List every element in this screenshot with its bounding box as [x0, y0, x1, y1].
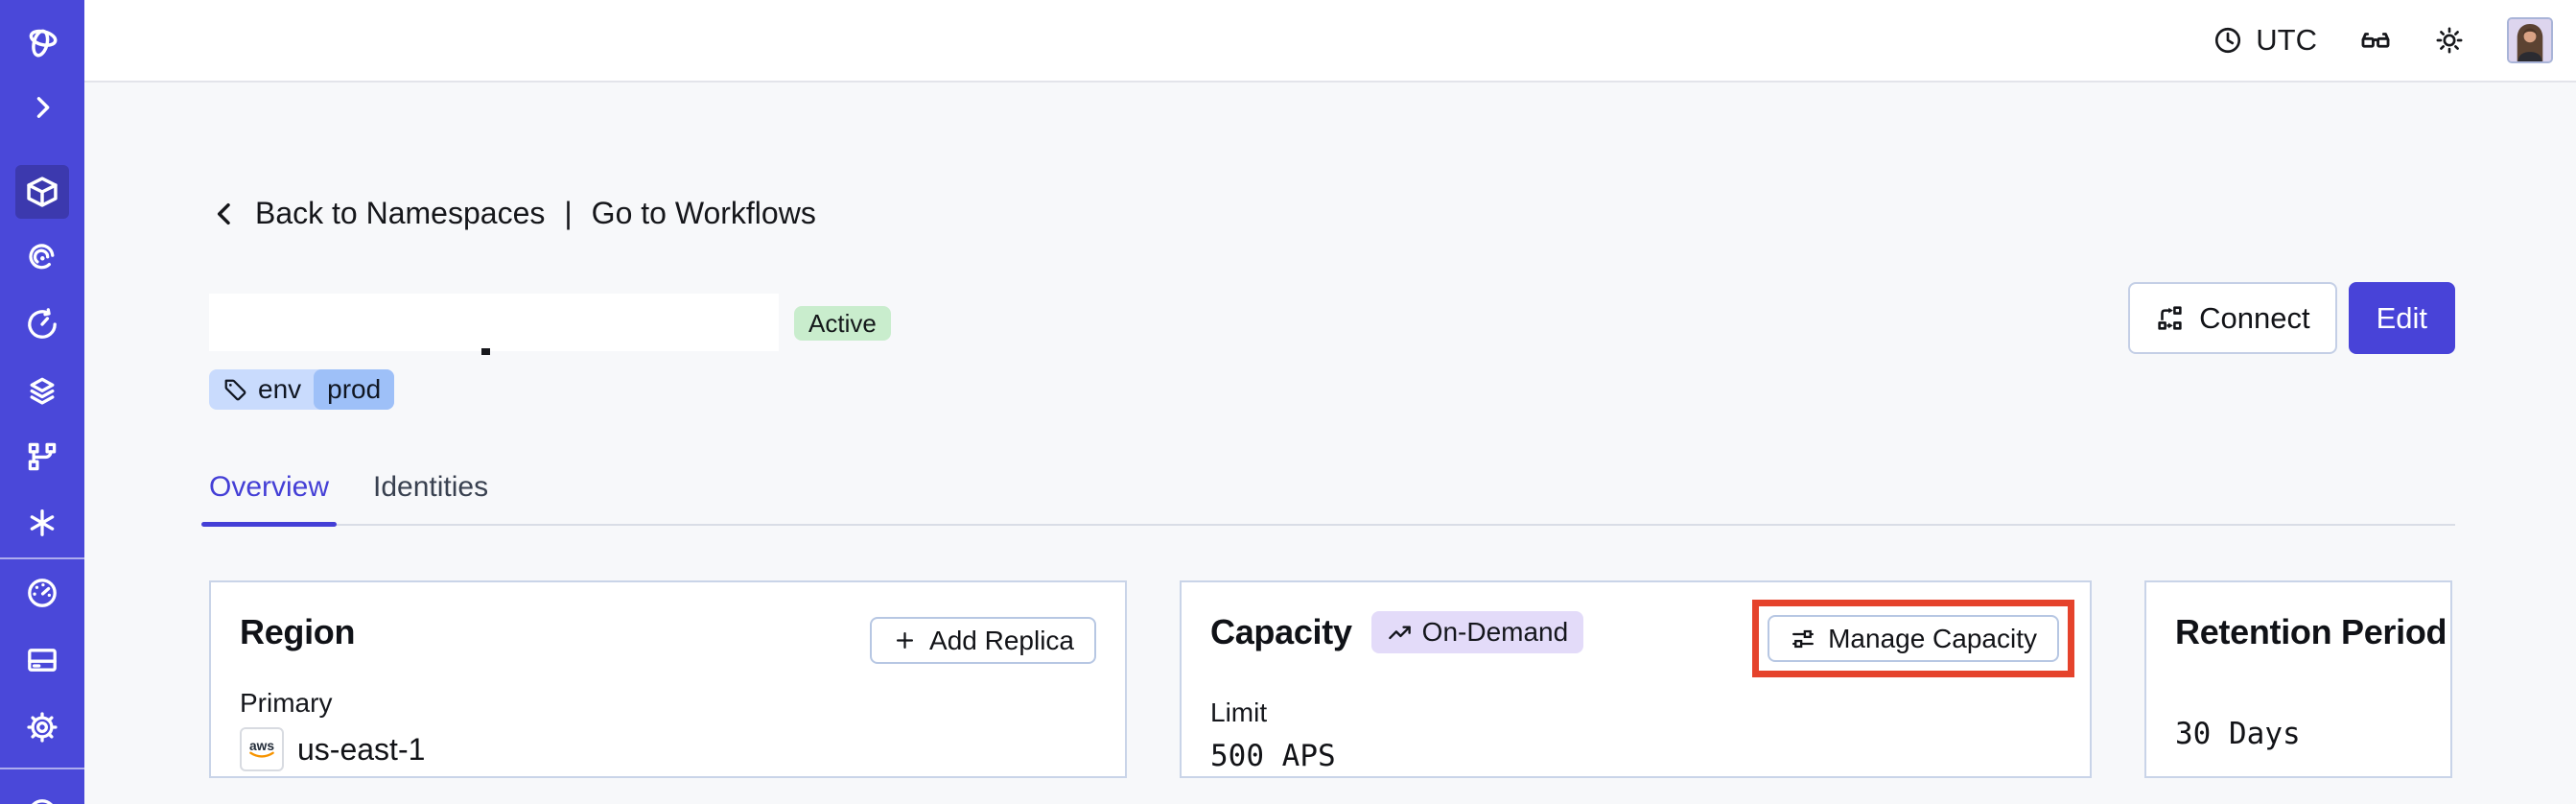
retention-card-title: Retention Period [2175, 612, 2447, 651]
topbar: UTC [84, 0, 2576, 83]
connect-button-label: Connect [2199, 300, 2310, 335]
aws-logo-icon: aws [249, 739, 274, 758]
partial-circle-icon [32, 799, 53, 804]
redacted-text-artifact [481, 348, 490, 355]
avatar-photo [2509, 19, 2551, 61]
tab-overview[interactable]: Overview [200, 471, 338, 527]
retention-card: Retention Period 30 Days [2144, 580, 2452, 778]
timezone-selector[interactable]: UTC [2213, 23, 2317, 58]
breadcrumb-separator: | [564, 196, 573, 230]
breadcrumb-workflows-link[interactable]: Go to Workflows [591, 196, 816, 230]
retention-value: 30 Days [2175, 717, 2301, 751]
sidebar-expand-button[interactable] [15, 81, 69, 134]
tag-icon [224, 379, 246, 400]
capacity-title-group: Capacity On-Demand [1210, 611, 1584, 653]
add-replica-button[interactable]: Add Replica [870, 617, 1096, 664]
tag-row: env prod [209, 369, 2455, 410]
temporal-logo-icon [29, 29, 58, 58]
sidebar-item-deployments[interactable] [15, 430, 69, 484]
sidebar-item-billing[interactable] [15, 633, 69, 687]
sidebar-item-support[interactable] [15, 787, 69, 804]
status-badge: Active [794, 306, 891, 341]
sidebar-item-stack[interactable] [15, 364, 69, 417]
connect-button[interactable]: Connect [2128, 282, 2337, 354]
clock-icon [2215, 27, 2241, 54]
connect-flow-icon [2158, 306, 2182, 330]
tag-key: env [258, 374, 302, 404]
clock-retry-icon [28, 308, 57, 339]
summary-cards: Region Add Replica Primary aws [209, 580, 2455, 778]
highlight-annotation-box: Manage Capacity [1752, 600, 2074, 677]
sidebar-nav [15, 165, 69, 550]
sliders-icon [1792, 629, 1815, 648]
edit-button[interactable]: Edit [2348, 282, 2455, 354]
manage-capacity-label: Manage Capacity [1828, 623, 2037, 653]
layers-icon [30, 377, 55, 405]
namespace-header: Active Connect Edit [209, 282, 2455, 355]
region-card-title: Region [240, 612, 356, 651]
breadcrumb-back-link[interactable]: Back to Namespaces [255, 196, 546, 230]
namespace-name-redacted [209, 294, 779, 355]
sidebar-item-insights[interactable] [15, 231, 69, 285]
gear-icon [27, 712, 58, 743]
region-value: us-east-1 [297, 731, 426, 767]
main-content: Back to Namespaces | Go to Workflows Act… [84, 84, 2576, 804]
sidebar [0, 0, 84, 804]
tab-identities[interactable]: Identities [373, 471, 489, 503]
labs-toggle-button[interactable] [2359, 24, 2392, 57]
tab-bar: Overview Identities [200, 471, 2455, 527]
manage-capacity-button[interactable]: Manage Capacity [1768, 615, 2059, 662]
temporal-logo-button[interactable] [15, 15, 69, 69]
spiral-icon [29, 244, 55, 270]
plus-icon [896, 631, 914, 650]
tag-value-chip: prod [314, 369, 395, 410]
trend-up-icon [1388, 625, 1411, 639]
chevron-left-icon[interactable] [209, 199, 240, 229]
user-avatar[interactable] [2507, 17, 2553, 63]
edit-button-label: Edit [2376, 300, 2427, 335]
env-tag[interactable]: env prod [209, 369, 395, 410]
capacity-card-title: Capacity [1210, 612, 1352, 651]
sidebar-account-group [15, 566, 69, 754]
aws-logo-text: aws [249, 739, 274, 753]
credit-card-icon [28, 649, 57, 672]
cube-icon [27, 177, 58, 207]
branch-icon [28, 442, 57, 471]
gauge-icon [28, 579, 57, 607]
sidebar-divider-bottom [0, 768, 84, 769]
timezone-label: UTC [2256, 23, 2317, 57]
add-replica-label: Add Replica [929, 625, 1074, 655]
breadcrumb: Back to Namespaces | Go to Workflows [209, 196, 2455, 231]
on-demand-badge-label: On-Demand [1421, 617, 1569, 647]
on-demand-badge: On-Demand [1370, 611, 1584, 653]
capacity-card-header: Capacity On-Demand [1210, 600, 2074, 677]
sidebar-item-nexus[interactable] [15, 496, 69, 550]
chevron-right-icon [36, 97, 50, 118]
asterisk-icon [30, 509, 55, 536]
sidebar-item-usage[interactable] [15, 566, 69, 620]
aws-logo-badge: aws [240, 727, 284, 771]
capacity-value: 500 APS [1210, 739, 1336, 773]
sun-icon [2436, 27, 2463, 54]
region-value-row: aws us-east-1 [240, 727, 1096, 771]
namespace-title-group: Active [209, 282, 891, 355]
region-card: Region Add Replica Primary aws [209, 580, 1127, 778]
capacity-card: Capacity On-Demand [1180, 580, 2092, 778]
glasses-icon [2361, 33, 2390, 48]
region-card-header: Region Add Replica [240, 611, 1096, 664]
sidebar-item-namespaces[interactable] [15, 165, 69, 219]
capacity-field-label: Limit [1210, 698, 1268, 727]
sidebar-item-schedules[interactable] [15, 297, 69, 351]
region-field-label: Primary [240, 688, 333, 718]
header-actions: Connect Edit [2128, 282, 2455, 354]
sidebar-item-settings[interactable] [15, 700, 69, 754]
sidebar-divider [0, 557, 84, 559]
theme-toggle-button[interactable] [2434, 25, 2465, 56]
